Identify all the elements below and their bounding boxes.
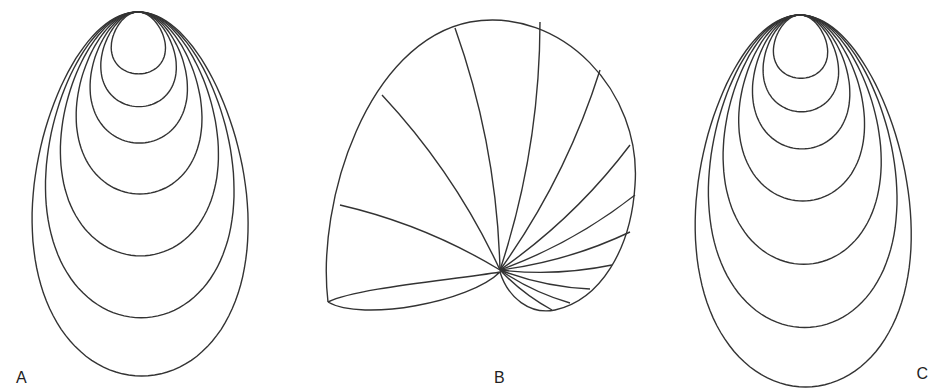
shell-growth-lines	[32, 12, 248, 376]
growth-line	[773, 15, 827, 78]
septum-line	[500, 270, 590, 289]
growth-line	[90, 12, 187, 143]
growth-line	[753, 15, 850, 149]
septum-line	[340, 205, 500, 270]
aperture	[328, 272, 500, 310]
septum-line	[500, 270, 552, 310]
septum-line	[500, 145, 630, 270]
septum-line	[500, 195, 635, 270]
septum-line	[455, 28, 500, 270]
growth-line	[46, 12, 235, 318]
septum-line	[500, 232, 630, 270]
growth-line	[32, 12, 248, 376]
growth-line	[739, 15, 865, 201]
growth-line	[111, 12, 165, 74]
growth-line	[60, 12, 218, 256]
septum-line	[500, 265, 612, 272]
coiled-shell	[326, 20, 635, 311]
growth-line	[708, 15, 897, 328]
figure-letter: A	[16, 370, 27, 386]
growth-line	[763, 15, 839, 112]
septum-line	[500, 22, 540, 270]
growth-line	[723, 15, 881, 264]
growth-line	[76, 12, 202, 194]
growth-line	[101, 12, 177, 107]
septum-line	[500, 270, 570, 303]
figure-letter: B	[494, 370, 505, 386]
septum-line	[500, 70, 600, 270]
growth-line	[695, 15, 911, 387]
shell-outline	[326, 20, 635, 311]
figure-letter: C	[916, 366, 928, 382]
shell-growth-lines	[695, 15, 911, 387]
